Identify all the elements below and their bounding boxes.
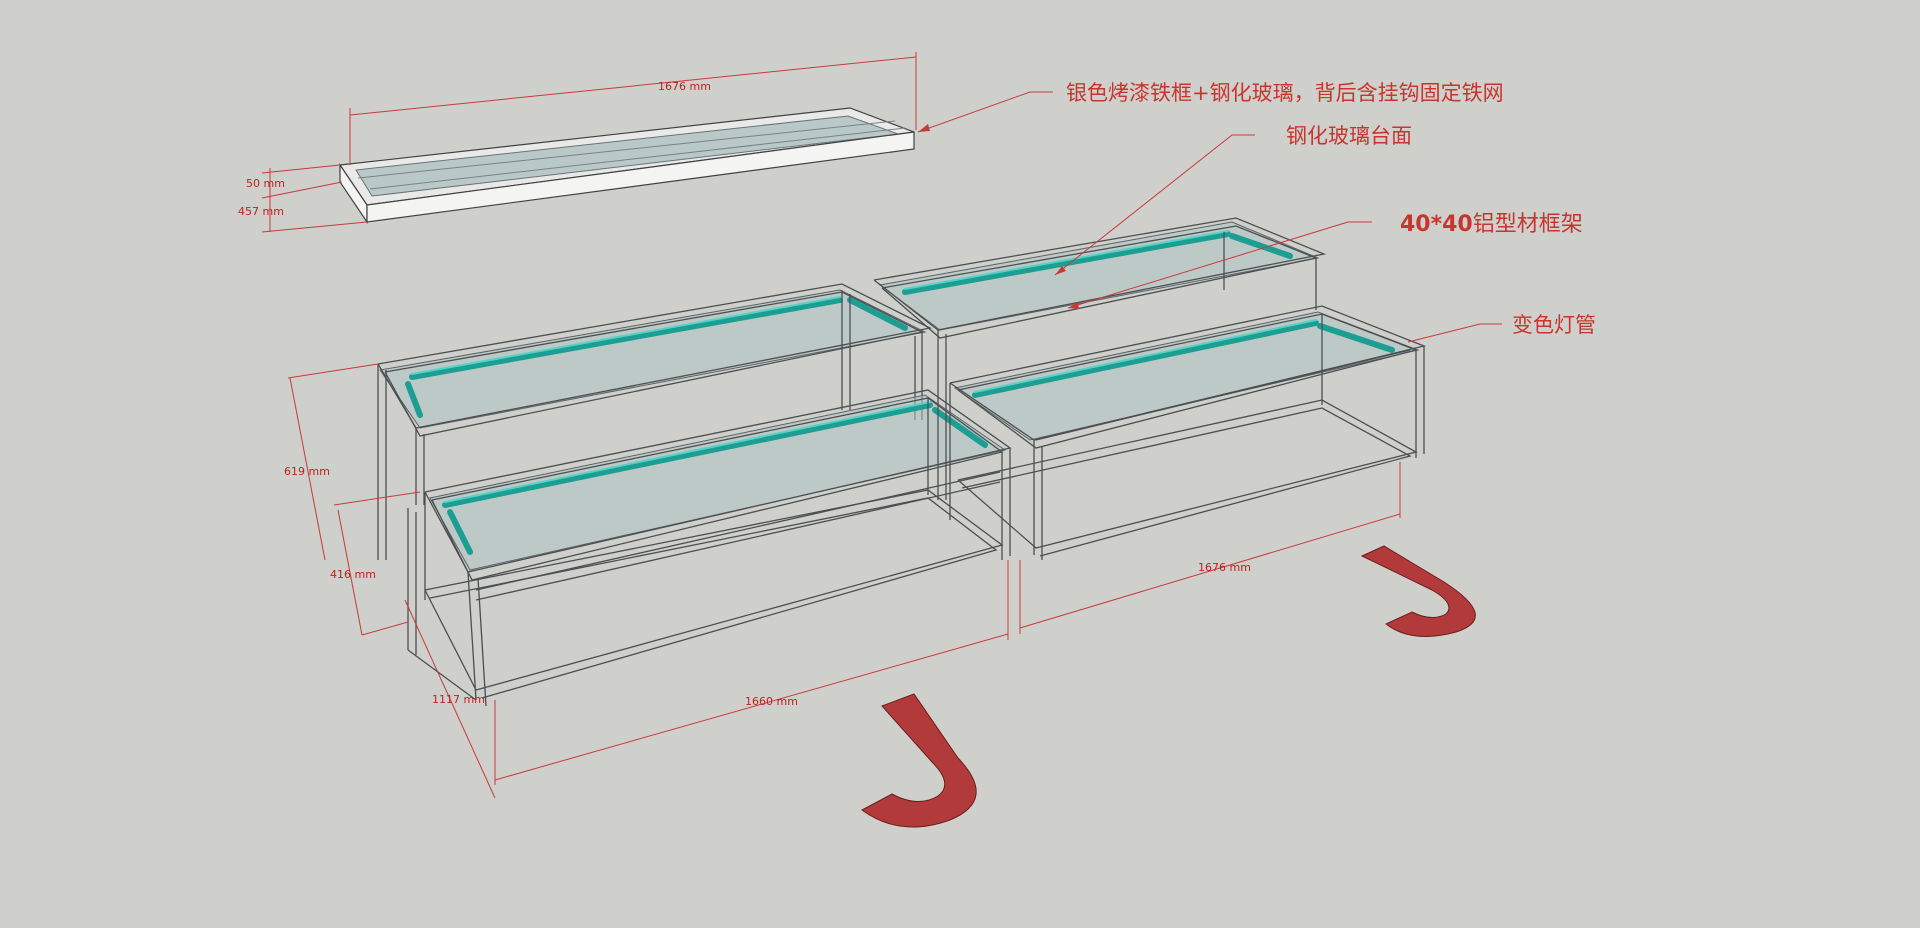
annotation-frame-label: 铝型材框架	[1473, 212, 1583, 237]
dim-tray-depth: 457 mm	[238, 205, 284, 218]
left-back-glass	[379, 289, 927, 429]
left-back-tier	[377, 283, 932, 560]
right-back-tier	[873, 217, 1327, 500]
annotation-glass-top: 钢化玻璃台面	[1286, 124, 1412, 148]
dim-tray-length: 1676 mm	[658, 80, 711, 93]
light-tube	[409, 297, 843, 380]
dim-tray-height: 50 mm	[246, 177, 285, 190]
dim-right-length: 1676 mm	[1198, 561, 1251, 574]
annotation-light-tube: 变色灯管	[1512, 313, 1596, 337]
dimension-lines	[261, 52, 1401, 799]
glass-tray	[338, 107, 915, 224]
tray-front-side	[366, 131, 915, 223]
light-tube	[902, 231, 1231, 295]
right-back-glass	[878, 221, 1320, 331]
dim-left-depth: 1117 mm	[432, 693, 485, 706]
annotation-tray-note: 银色烤漆铁框+钢化玻璃，背后含挂钩固定铁网	[1066, 81, 1504, 105]
annotation-frame-size: 40*40	[1400, 212, 1473, 237]
floor-marker-j-left	[861, 693, 977, 828]
dim-left-length: 1660 mm	[745, 695, 798, 708]
annotation-frame: 40*40铝型材框架	[1400, 212, 1583, 237]
light-tube	[442, 402, 933, 508]
dim-left-step: 416 mm	[330, 568, 376, 581]
right-front-glass	[953, 311, 1420, 441]
dim-left-height: 619 mm	[284, 465, 330, 478]
annotation-leaders	[917, 91, 1502, 343]
floor-marker-j-right	[1360, 545, 1476, 637]
left-front-glass	[429, 394, 1007, 571]
right-front-tier	[949, 305, 1427, 560]
light-tube	[972, 320, 1319, 398]
left-front-tier	[407, 389, 1012, 707]
